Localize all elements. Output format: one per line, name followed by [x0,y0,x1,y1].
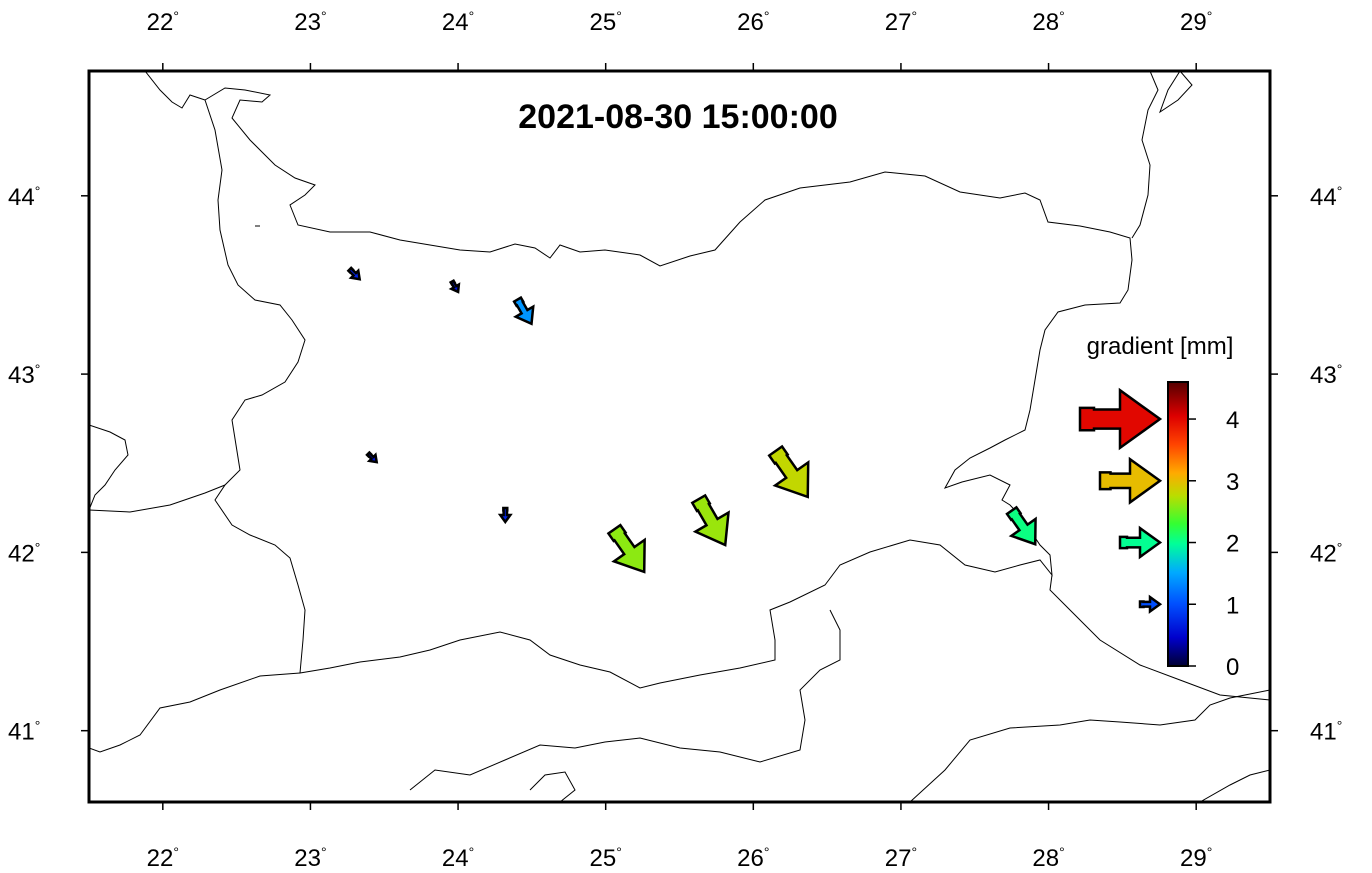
degree-symbol: ° [616,844,622,860]
legend-arrow [1098,456,1163,505]
lat-label-left: 43° [8,361,40,389]
gradient-arrow [448,278,461,294]
degree-symbol: ° [35,183,41,199]
map-title: 2021-08-30 15:00:00 [518,98,837,136]
colorbar-tick-label: 4 [1226,407,1239,434]
lon-label-bottom: 26° [737,844,769,872]
lat-label-right: 41° [1310,718,1342,746]
degree-symbol: ° [764,8,770,24]
degree-symbol: ° [616,8,622,24]
lon-label-top: 22° [147,8,179,36]
aegean-coast [409,609,841,791]
colorbar-tick-label: 0 [1226,654,1239,681]
degree-symbol: ° [321,8,327,24]
gradient-arrow [365,450,379,464]
colorbar-label: gradient [mm] [1087,333,1234,360]
degree-symbol: ° [911,844,917,860]
lon-label-top: 25° [590,8,622,36]
bulgaria-border [204,87,1133,689]
degree-symbol: ° [1059,844,1065,860]
lon-label-top: 26° [737,8,769,36]
lat-label-left: 41° [8,718,40,746]
degree-symbol: ° [469,8,475,24]
gradient-arrows [346,266,1037,574]
aegean-coast-2 [529,771,576,802]
gradient-arrow [690,493,730,547]
lat-label-right: 43° [1310,361,1342,389]
map-frame [87,69,1272,804]
degree-symbol: ° [469,844,475,860]
degree-symbol: ° [321,844,327,860]
degree-symbol: ° [173,8,179,24]
colorbar-tick-label: 2 [1226,531,1239,558]
gradient-arrow [497,506,513,525]
danube-delta [1159,71,1193,114]
lon-label-top: 24° [442,8,474,36]
lat-label-left: 44° [8,183,40,211]
legend-arrows [1078,387,1163,614]
black-sea-south [1049,574,1270,701]
lon-label-top: 23° [294,8,326,36]
degree-symbol: ° [1207,844,1213,860]
marmara-coast [909,689,1270,802]
lon-label-top: 28° [1032,8,1064,36]
lon-label-bottom: 29° [1180,844,1212,872]
degree-symbol: ° [1337,361,1343,377]
gradient-arrow [767,444,810,499]
degree-symbol: ° [35,361,41,377]
lon-label-bottom: 28° [1032,844,1064,872]
lon-label-bottom: 22° [147,844,179,872]
romania-border [144,71,206,109]
colorbar-tick-label: 3 [1226,469,1239,496]
degree-symbol: ° [1337,718,1343,734]
degree-symbol: ° [911,8,917,24]
colorbar-ticks: 0 1 2 3 4 [1188,407,1239,681]
degree-symbol: ° [764,844,770,860]
degree-symbol: ° [1337,183,1343,199]
lon-label-bottom: 25° [590,844,622,872]
colorbar [1167,381,1189,667]
serbia-border [89,424,129,511]
gradient-arrow [346,266,362,281]
lon-label-bottom: 24° [442,844,474,872]
legend-arrow [1118,525,1163,560]
legend-arrow [1138,594,1163,614]
degree-symbol: ° [1059,8,1065,24]
lon-label-bottom: 23° [294,844,326,872]
degree-symbol: ° [1207,8,1213,24]
lon-label-top: 27° [885,8,917,36]
lat-label-right: 44° [1310,183,1342,211]
macedonia-border [89,484,226,513]
turkey-east [1199,769,1270,802]
gradient-arrow [1005,505,1037,546]
coastline-north [1131,71,1159,239]
degree-symbol: ° [35,718,41,734]
lon-label-top: 29° [1180,8,1212,36]
gradient-arrow [512,295,535,326]
colorbar-tick-label: 1 [1226,592,1239,619]
degree-symbol: ° [35,539,41,555]
map-outlines [89,71,1270,802]
legend-arrow [1078,387,1163,451]
degree-symbol: ° [1337,539,1343,555]
greece-border [89,672,301,753]
lat-label-right: 42° [1310,539,1342,567]
longitude-axis: 22° 22° 23° 23° 24° 24° 25° 25° 26° 26° 27° 27° 28° 2… [147,8,1213,872]
lon-label-bottom: 27° [885,844,917,872]
gradient-arrow [606,523,646,574]
lat-label-left: 42° [8,539,40,567]
degree-symbol: ° [173,844,179,860]
latitude-axis: 41°41°42°42°43°43°44°44° [8,183,1342,746]
